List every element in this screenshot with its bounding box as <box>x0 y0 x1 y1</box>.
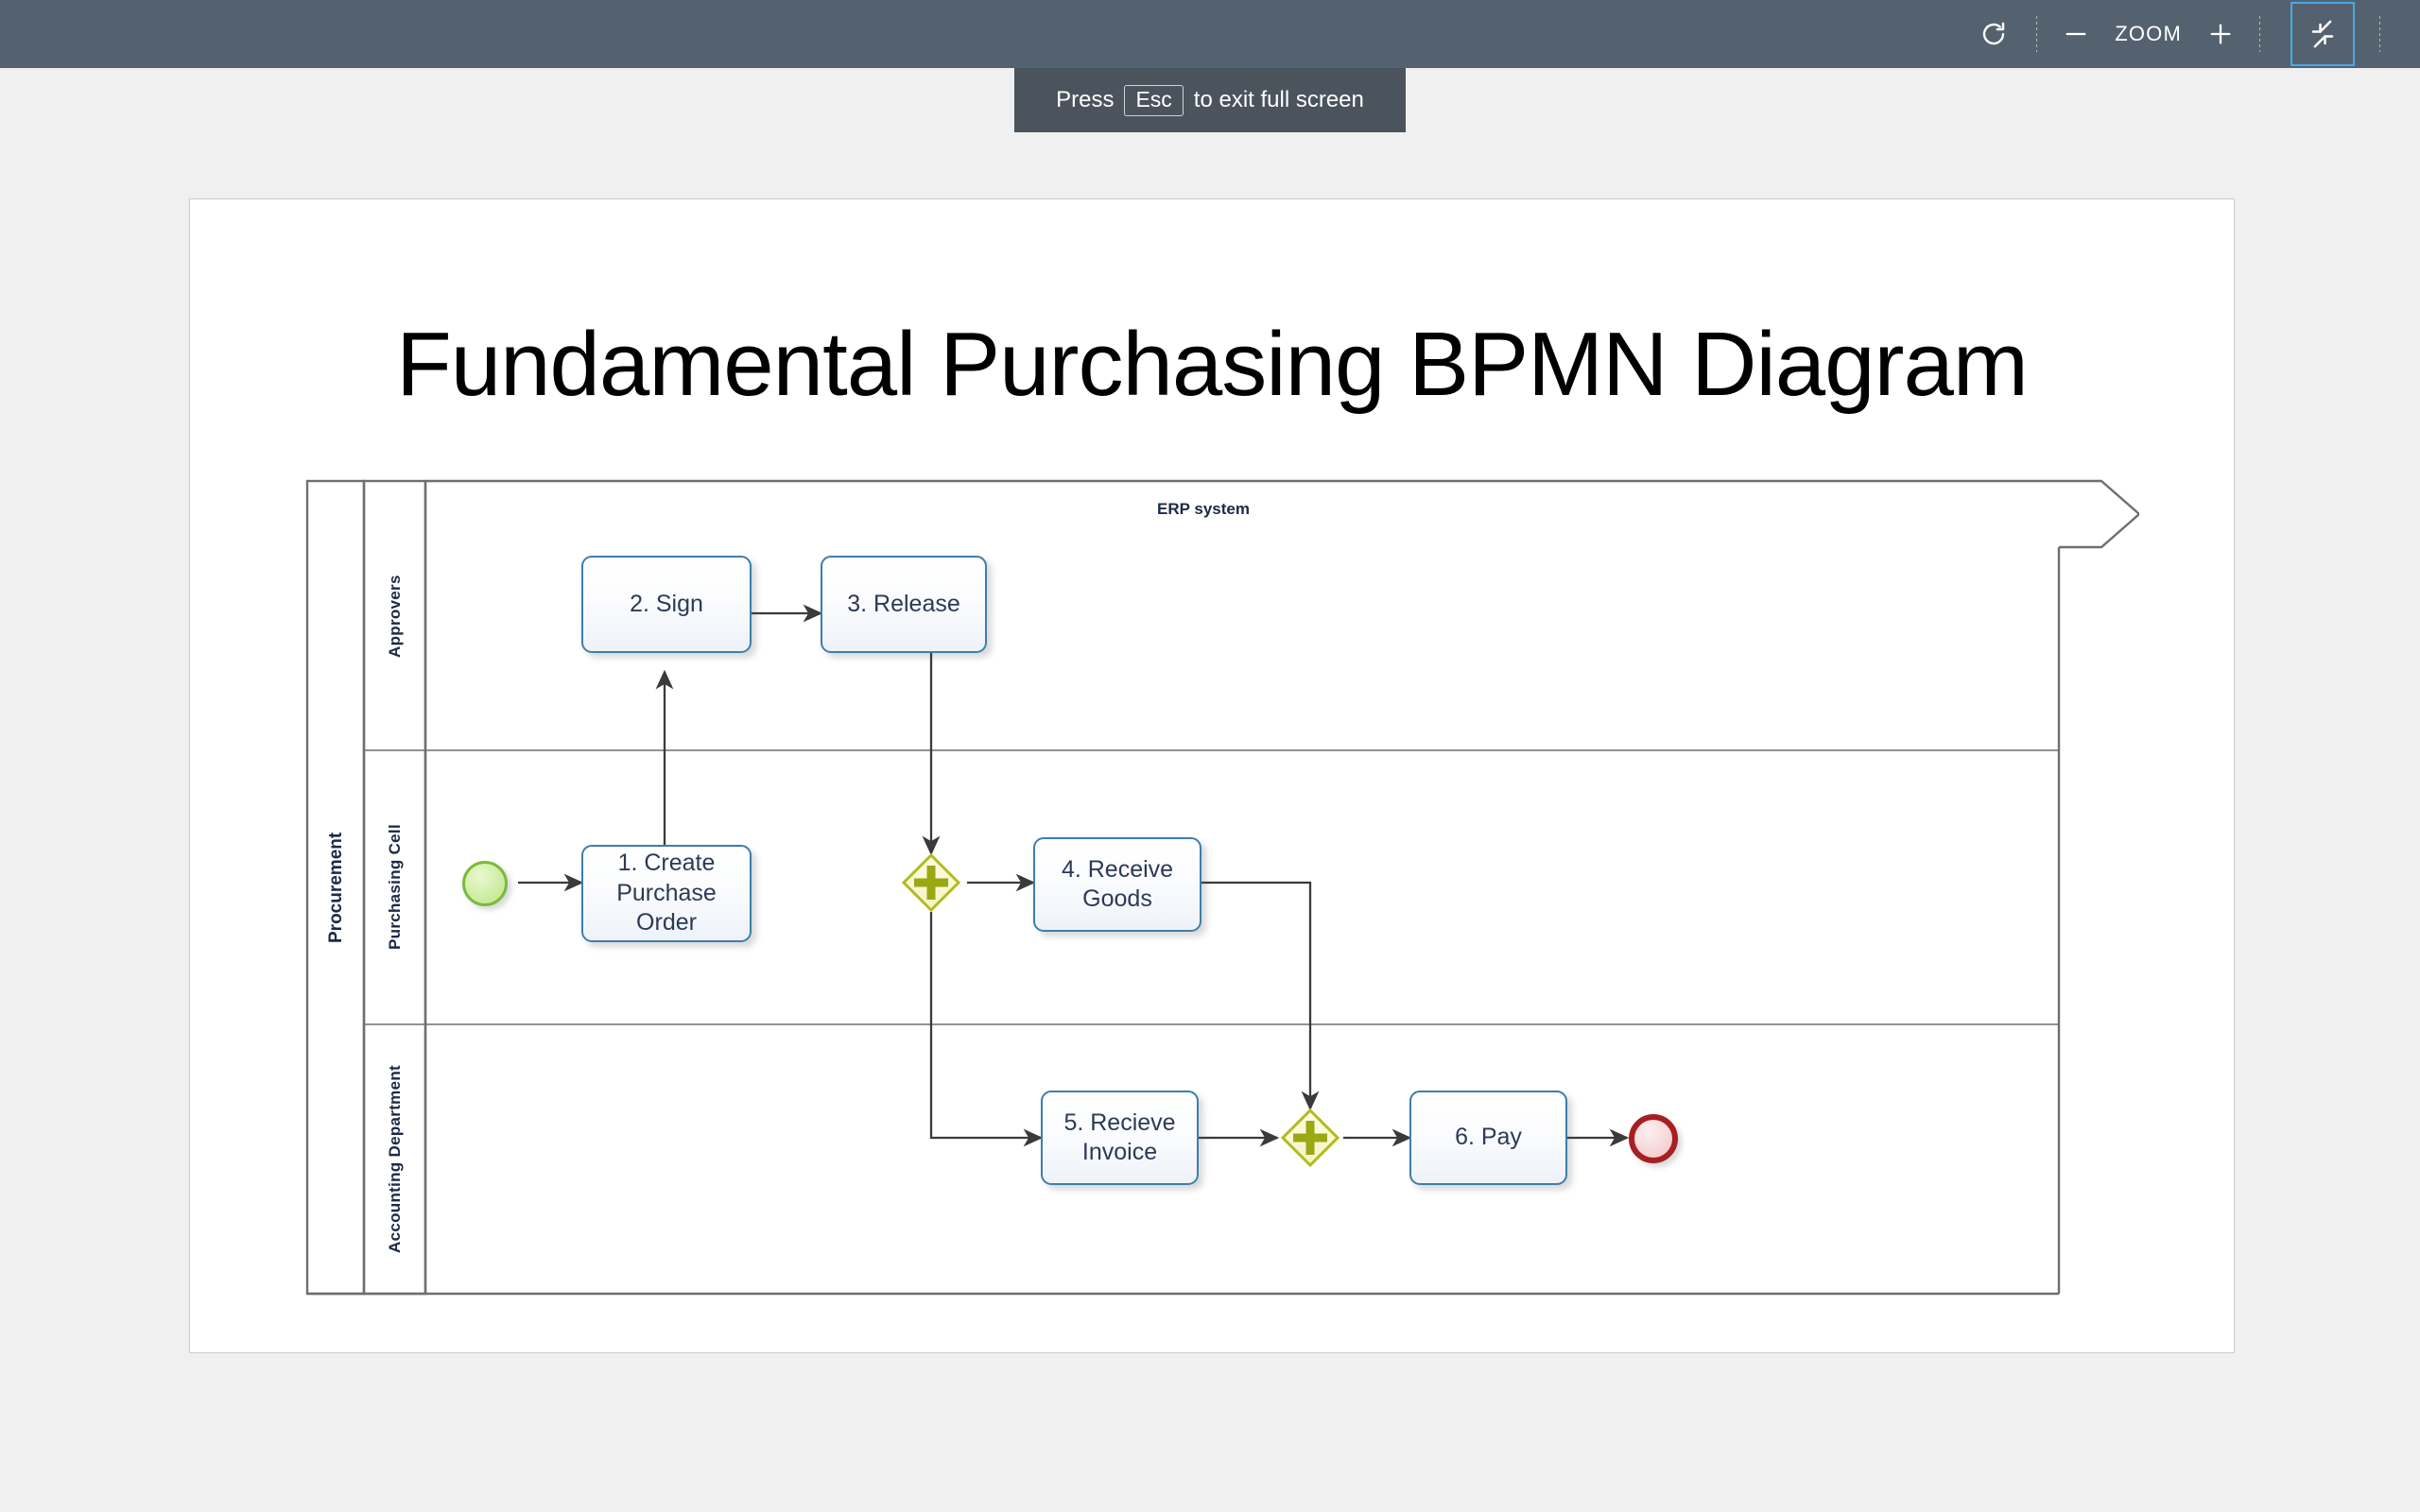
zoom-out-button[interactable] <box>2050 9 2101 60</box>
pool-frame <box>305 479 2061 1296</box>
toast-suffix: to exit full screen <box>1193 87 1364 112</box>
lane-label-approvers: Approvers <box>386 575 404 658</box>
erp-system-label: ERP system <box>1157 500 1250 518</box>
task-5-line-2: Invoice <box>1081 1139 1158 1165</box>
flow-gwsplit-to-t5 <box>929 912 1044 1147</box>
task-4-line-2: Goods <box>1082 885 1152 912</box>
lane-label-purchasing-cell: Purchasing Cell <box>386 824 404 951</box>
pool-label-procurement: Procurement <box>326 832 346 943</box>
task-3-release[interactable]: 3. Release <box>821 556 987 653</box>
sequence-flows <box>518 604 1630 1147</box>
end-event[interactable] <box>1629 1114 1678 1163</box>
exit-fullscreen-toast: Press Esc to exit full screen <box>1014 68 1406 132</box>
lane-separators <box>364 749 2059 1025</box>
parallel-gateway-icon <box>902 853 960 912</box>
page-title: Fundamental Purchasing BPMN Diagram <box>396 314 2029 415</box>
task-5-recieve-invoice[interactable]: 5. Recieve Invoice <box>1041 1091 1199 1185</box>
zoom-controls: ZOOM <box>2050 0 2246 68</box>
start-event[interactable] <box>462 861 508 906</box>
task-4-line-1: 4. Receive <box>1061 855 1174 883</box>
toolbar-divider <box>2036 16 2038 52</box>
toolbar-divider-3 <box>2379 16 2380 52</box>
toolbar-divider-2 <box>2259 16 2260 52</box>
zoom-label: ZOOM <box>2115 22 2182 45</box>
task-6-pay-label: 6. Pay <box>1455 1124 1522 1151</box>
refresh-icon <box>1983 22 2005 45</box>
esc-key: Esc <box>1124 84 1184 116</box>
task-1-create-purchase-order[interactable]: 1. Create Purchase Order <box>581 845 752 942</box>
exit-fullscreen-button[interactable] <box>2290 2 2355 66</box>
gateway-parallel-join[interactable] <box>1281 1108 1340 1167</box>
bpmn-diagram: Procurement ERP system Approvers Purchas… <box>305 478 2139 1300</box>
zoom-in-button[interactable] <box>2195 9 2246 60</box>
refresh-button[interactable] <box>1964 5 2023 63</box>
task-5-line-1: 5. Recieve <box>1063 1108 1176 1136</box>
task-3-release-label: 3. Release <box>847 590 960 617</box>
task-1-line-2: Purchase <box>616 879 717 906</box>
task-1-line-3: Order <box>636 909 697 936</box>
erp-system-container <box>424 479 2139 1294</box>
task-2-sign[interactable]: 2. Sign <box>581 556 752 653</box>
slide-canvas[interactable]: Fundamental Purchasing BPMN Diagram <box>189 198 2235 1353</box>
task-2-sign-label: 2. Sign <box>630 590 703 617</box>
parallel-gateway-icon-2 <box>1281 1108 1340 1167</box>
task-6-pay[interactable]: 6. Pay <box>1409 1091 1567 1185</box>
bpmn-canvas <box>305 479 2139 1296</box>
exit-fullscreen-icon <box>2311 20 2334 48</box>
gateway-parallel-split[interactable] <box>902 853 960 912</box>
task-1-line-1: 1. Create <box>617 850 716 877</box>
task-4-receive-goods[interactable]: 4. Receive Goods <box>1033 837 1201 932</box>
toast-prefix: Press <box>1056 87 1115 112</box>
minus-icon <box>2066 32 2086 36</box>
plus-icon <box>2210 24 2231 44</box>
lane-label-accounting-department: Accounting Department <box>386 1065 404 1253</box>
top-toolbar: ZOOM <box>0 0 2420 68</box>
flow-t4-to-gwjoin <box>1201 881 1320 1111</box>
